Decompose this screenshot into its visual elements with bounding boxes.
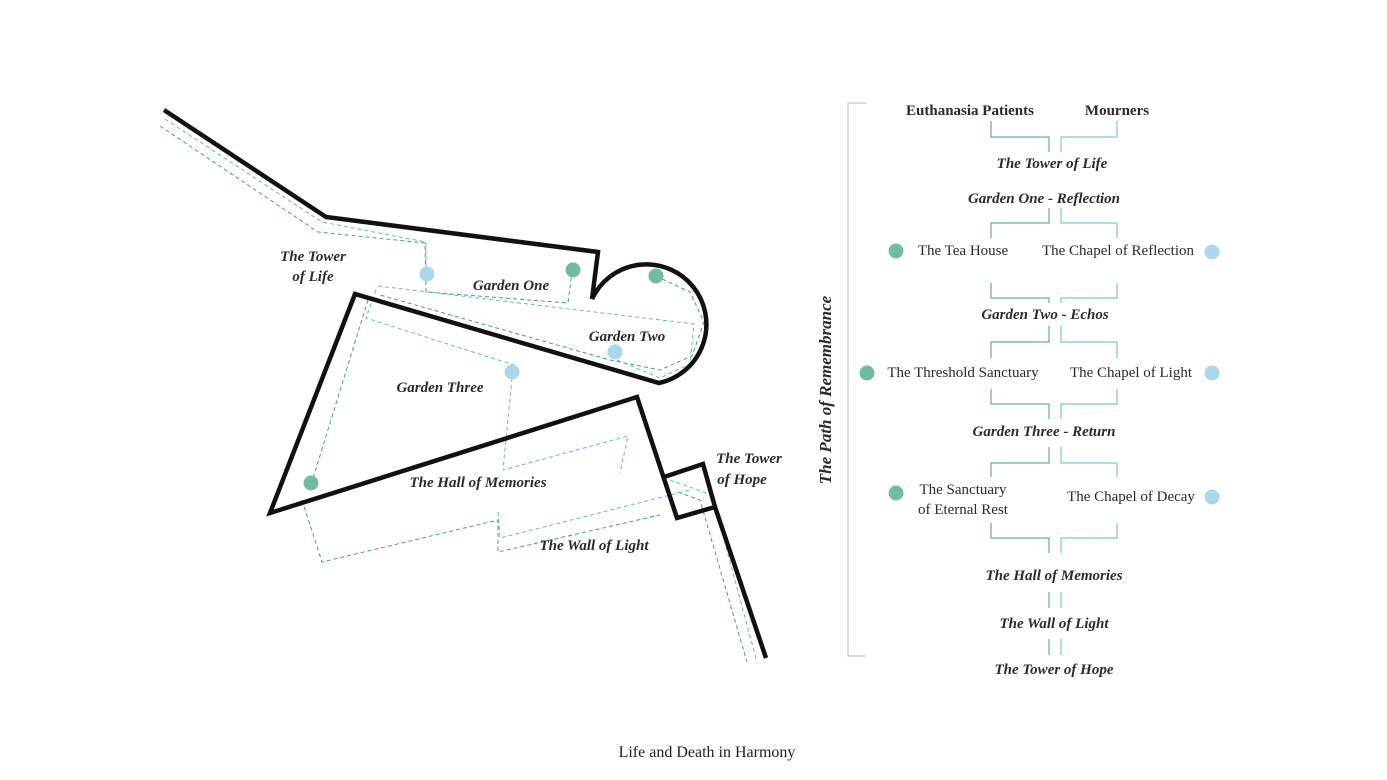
room-dot-blue xyxy=(1204,489,1220,505)
path-flowchart: The Path of Remembrance Euthanasia Pat xyxy=(816,102,1220,678)
room-chapel-of-light: The Chapel of Light xyxy=(1070,365,1193,381)
stage-garden-one: Garden One - Reflection xyxy=(968,191,1120,207)
stage-tower-of-hope: The Tower of Hope xyxy=(994,662,1113,678)
stage-wall-of-light: The Wall of Light xyxy=(999,616,1109,632)
label-garden-one: Garden One xyxy=(473,278,550,294)
bracket xyxy=(847,102,866,657)
column-header-mourners: Mourners xyxy=(1085,103,1149,119)
label-wall-of-light: The Wall of Light xyxy=(539,538,649,554)
room-threshold-sanctuary: The Threshold Sanctuary xyxy=(887,365,1039,381)
marker-dot-green xyxy=(303,475,319,491)
column-header-patients: Euthanasia Patients xyxy=(906,103,1034,119)
marker-dot-blue xyxy=(607,344,623,360)
room-dot-green xyxy=(888,243,904,259)
building-outline xyxy=(162,108,769,659)
flow-connectors-blue xyxy=(1060,121,1118,655)
label-tower-of-hope: of Hope xyxy=(717,472,767,488)
wall-tower-of-life xyxy=(162,108,601,300)
room-chapel-of-reflection: The Chapel of Reflection xyxy=(1042,243,1195,259)
plan-labels: The Tower of Life Garden One Garden Two … xyxy=(280,249,782,554)
room-tea-house: The Tea House xyxy=(918,243,1009,259)
wall-garden-two xyxy=(266,262,718,521)
label-tower-of-life: of Life xyxy=(292,269,334,285)
plan-markers xyxy=(303,262,664,491)
figure-caption: Life and Death in Harmony xyxy=(619,744,796,761)
room-chapel-of-decay: The Chapel of Decay xyxy=(1067,489,1195,505)
site-plan: The Tower of Life Garden One Garden Two … xyxy=(159,108,782,663)
stage-hall-of-memories: The Hall of Memories xyxy=(985,568,1122,584)
marker-dot-blue xyxy=(504,364,520,380)
wall-tower-of-hope xyxy=(712,506,769,659)
room-dot-blue xyxy=(1204,365,1220,381)
flow-connectors-green xyxy=(990,121,1050,655)
stage-garden-three: Garden Three - Return xyxy=(973,424,1116,440)
marker-dot-green xyxy=(565,262,581,278)
marker-dot-green xyxy=(648,268,664,284)
stage-garden-two: Garden Two - Echos xyxy=(981,307,1109,323)
room-dot-blue xyxy=(1204,244,1220,260)
label-tower-of-life: The Tower xyxy=(280,249,346,265)
room-sanctuary-eternal-rest: of Eternal Rest xyxy=(918,502,1009,518)
label-tower-of-hope: The Tower xyxy=(716,451,782,467)
stage-tower-of-life: The Tower of Life xyxy=(997,156,1108,172)
room-sanctuary-eternal-rest: The Sanctuary xyxy=(919,482,1007,498)
side-title: The Path of Remembrance xyxy=(816,295,835,484)
label-hall-of-memories: The Hall of Memories xyxy=(409,475,546,491)
label-garden-two: Garden Two xyxy=(589,329,666,345)
room-dot-green xyxy=(888,485,904,501)
label-garden-three: Garden Three xyxy=(396,380,483,396)
marker-dot-blue xyxy=(419,266,435,282)
room-dot-green xyxy=(859,365,875,381)
